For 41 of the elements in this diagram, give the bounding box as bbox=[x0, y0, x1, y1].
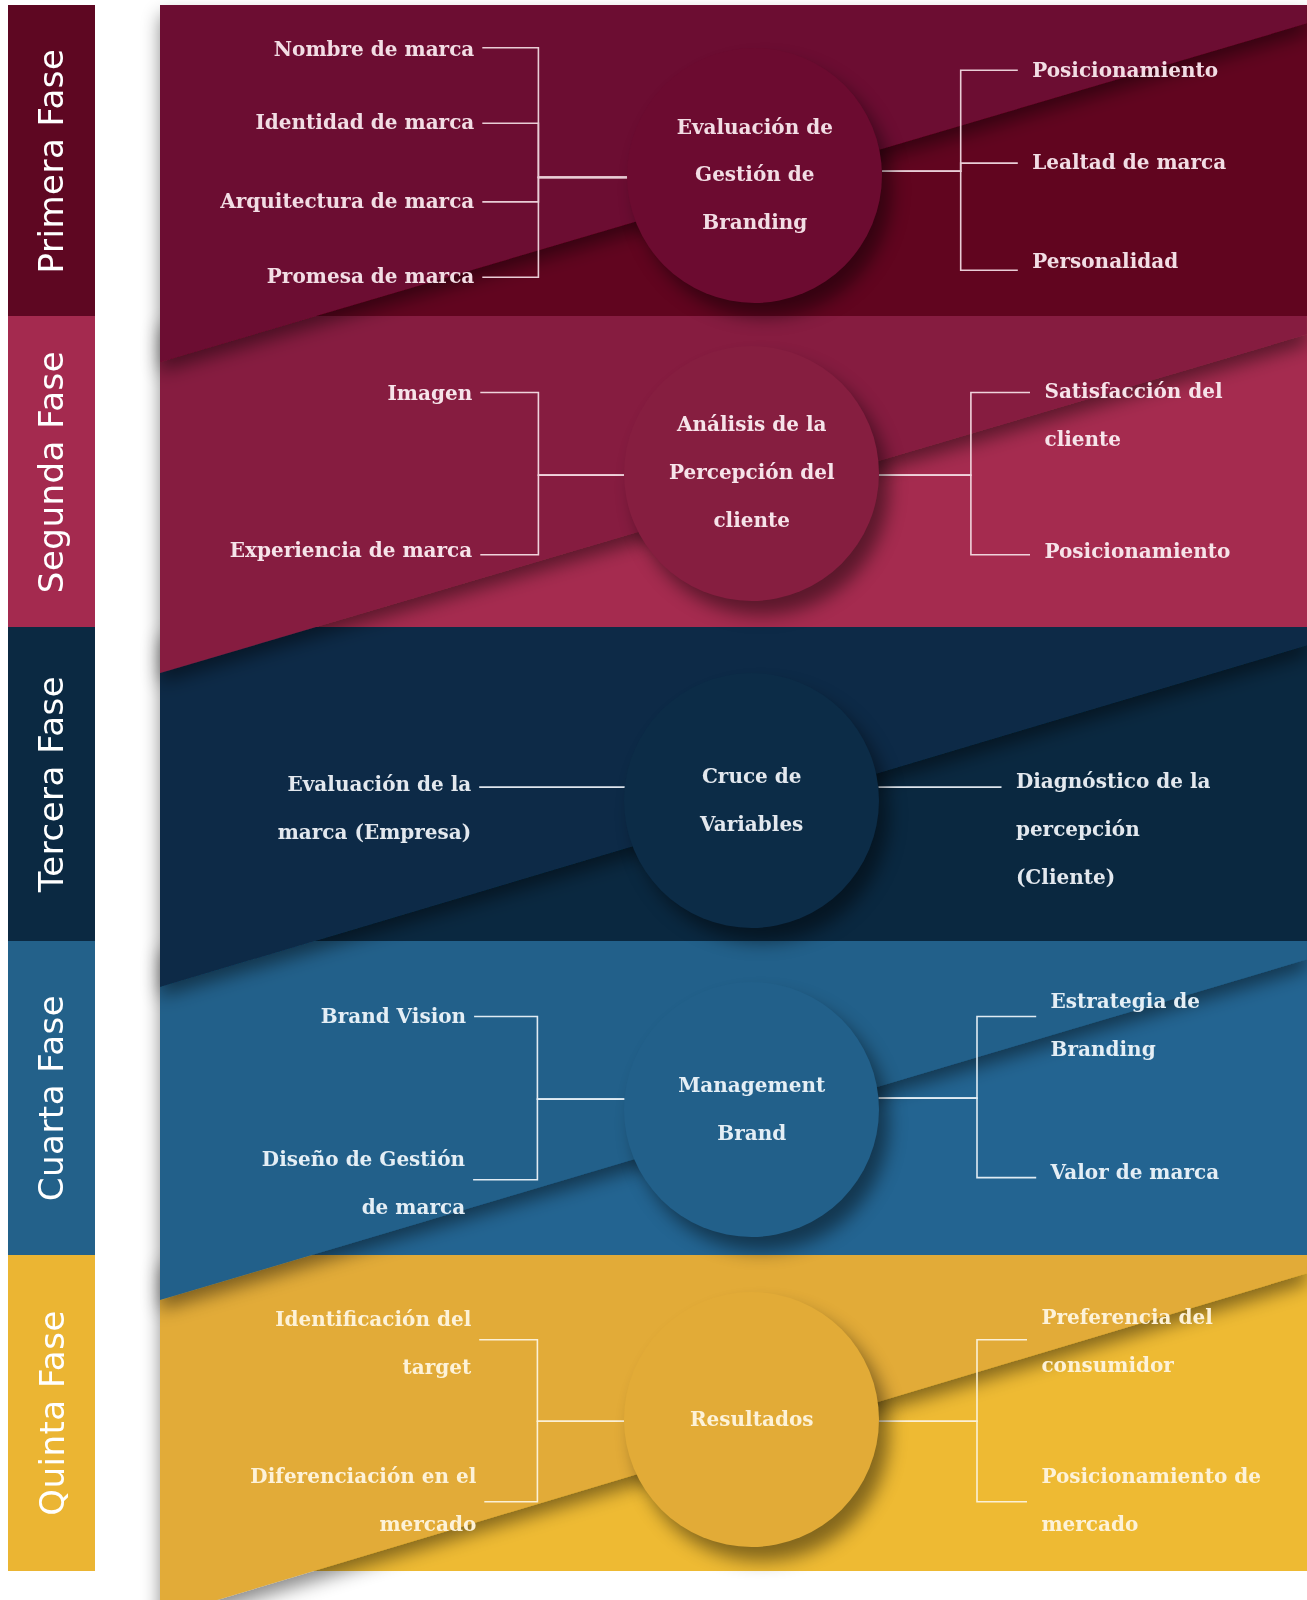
phase-label: Segunda Fase bbox=[31, 350, 72, 593]
connector-line bbox=[881, 170, 1019, 272]
factor-label: Promesa de marca bbox=[168, 253, 475, 302]
stage-title: Análisis de la Percepción del cliente bbox=[667, 411, 836, 535]
factor-label: Diferenciación en el mercado bbox=[209, 1452, 477, 1549]
factor-label: Personalidad bbox=[1032, 238, 1298, 287]
factor-label: Estrategia de Branding bbox=[1050, 977, 1255, 1074]
factor-label: Diseño de Gestión de marca bbox=[240, 1135, 466, 1232]
factor-label: Evaluación de la marca (Empresa) bbox=[241, 761, 472, 858]
factor-label: Posicionamiento de mercado bbox=[1041, 1452, 1287, 1549]
factor-label: Experiencia de marca bbox=[166, 526, 473, 575]
connector-line bbox=[472, 1098, 626, 1181]
factor-label: Preferencia del consumidor bbox=[1041, 1293, 1266, 1390]
factor-label: Valor de marca bbox=[1050, 1149, 1296, 1197]
factor-label: Satisfacción del cliente bbox=[1044, 367, 1264, 464]
factor-label: Imagen bbox=[166, 369, 473, 418]
factor-label: Arquitectura de marca bbox=[168, 177, 475, 226]
connector-line bbox=[877, 1097, 1038, 1179]
connector-line bbox=[878, 474, 1031, 556]
connector-line bbox=[877, 786, 1003, 789]
factor-label: Nombre de marca bbox=[168, 26, 475, 74]
connector-line bbox=[878, 1420, 1028, 1503]
connector-line bbox=[478, 786, 626, 789]
phase-label: Tercera Fase bbox=[31, 676, 72, 893]
connector-line bbox=[483, 1420, 626, 1503]
stage-title: Cruce de Variables bbox=[699, 762, 805, 838]
phase-label: Quinta Fase bbox=[31, 1309, 72, 1516]
phase-label: Primera Fase bbox=[31, 48, 72, 274]
stage-title: Management Brand bbox=[677, 1071, 827, 1147]
factor-label: Posicionamiento bbox=[1032, 47, 1298, 96]
factor-label: Identidad de marca bbox=[168, 99, 475, 148]
connector-line bbox=[479, 474, 626, 556]
factor-label: Diagnóstico de la percepción (Cliente) bbox=[1015, 758, 1215, 903]
factor-label: Brand Vision bbox=[160, 992, 467, 1041]
factor-label: Identificación del target bbox=[216, 1295, 472, 1392]
factor-label: Posicionamiento bbox=[1044, 527, 1307, 576]
phase-label: Cuarta Fase bbox=[31, 994, 72, 1202]
stage-title: Resultados bbox=[688, 1405, 815, 1433]
factor-label: Lealtad de marca bbox=[1032, 139, 1298, 188]
connector-line bbox=[481, 176, 629, 279]
stage-title: Evaluación de Gestión de Branding bbox=[675, 113, 834, 237]
